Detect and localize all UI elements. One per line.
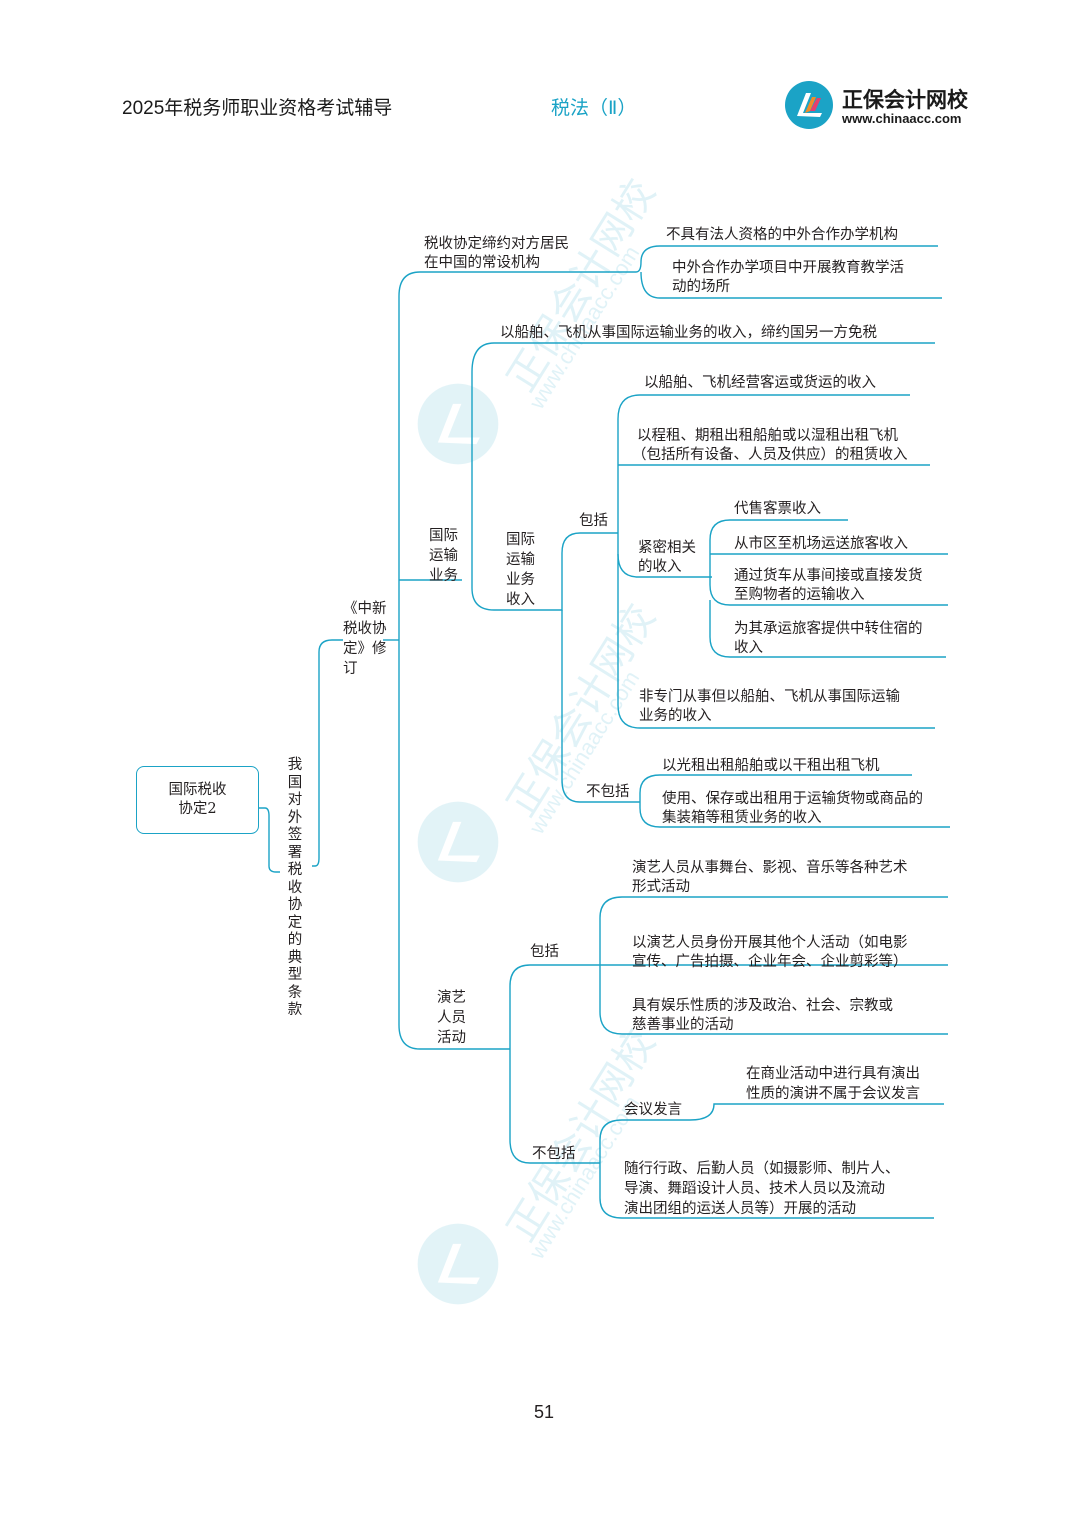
pe-item-2-line1: 中外合作办学项目中开展教育教学活 (672, 260, 904, 276)
node-revision: 《中新税收协定》修订 (343, 601, 387, 677)
meeting-label: 会议发言 (624, 1102, 682, 1118)
include-item-1: 以船舶、飞机经营客运或货运的收入 (644, 375, 876, 391)
node-transport: 国际运输业务 (429, 528, 458, 584)
header-left-title: 2025年税务师职业资格考试辅导 (122, 98, 393, 119)
exclude-item-2-line2: 集装箱等租赁业务的收入 (662, 810, 822, 826)
node-pe-title-line1: 税收协定缔约对方居民 (424, 236, 569, 252)
performer-include-2-line2: 宣传、广告拍摄、企业年会、企业剪彩等） (632, 954, 908, 970)
related-item-4-line1: 为其承运旅客提供中转住宿的 (734, 621, 923, 637)
performer-include-3-line2: 慈善事业的活动 (632, 1017, 734, 1033)
include-item-3-line2: 业务的收入 (639, 708, 712, 724)
performer-include-2-line1: 以演艺人员身份开展其他个人活动（如电影 (632, 935, 908, 951)
performer-exclude-line3: 演出团组的运送人员等）开展的活动 (624, 1201, 856, 1217)
meeting-item-line1: 在商业活动中进行具有演出 (746, 1066, 920, 1082)
branch-typical-clauses: 我国对外签署税收协定的典型条款 (287, 757, 303, 1018)
transport-exempt: 以船舶、飞机从事国际运输业务的收入，缔约国另一方免税 (500, 325, 877, 341)
label-exclude: 不包括 (586, 784, 630, 800)
include-item-3-line1: 非专门从事但以船舶、飞机从事国际运输 (639, 689, 900, 705)
meeting-item-line2: 性质的演讲不属于会议发言 (746, 1086, 920, 1102)
related-title-line1: 紧密相关 (638, 540, 696, 556)
related-item-1: 代售客票收入 (734, 501, 821, 517)
pe-item-2-line2: 动的场所 (672, 279, 730, 295)
pe-item-1: 不具有法人资格的中外合作办学机构 (666, 227, 898, 243)
include-item-2-line2: （包括所有设备、人员及供应）的租赁收入 (632, 447, 908, 463)
watermark-logo-icon (417, 801, 499, 883)
related-item-2: 从市区至机场运送旅客收入 (734, 536, 908, 552)
related-item-4-line2: 收入 (734, 640, 763, 656)
header-subject-title: 税法（Ⅱ） (551, 98, 637, 119)
label-include: 包括 (579, 513, 608, 529)
root-node: 国际税收协定2 (136, 766, 259, 834)
performer-include-1-line1: 演艺人员从事舞台、影视、音乐等各种艺术 (632, 860, 908, 876)
watermark-logo-icon (417, 383, 499, 465)
node-transport-income: 国际运输业务收入 (506, 532, 535, 608)
performer-label-exclude: 不包括 (532, 1146, 576, 1162)
related-title-line2: 的收入 (638, 559, 682, 575)
logo-name: 正保会计网校 (842, 89, 968, 112)
watermark-logo-icon (417, 1223, 499, 1305)
performer-exclude-line1: 随行行政、后勤人员（如摄影师、制片人、 (624, 1161, 900, 1177)
performer-exclude-line2: 导演、舞蹈设计人员、技术人员以及流动 (624, 1181, 885, 1197)
related-item-3-line1: 通过货车从事间接或直接发货 (734, 568, 923, 584)
performer-include-1-line2: 形式活动 (632, 879, 690, 895)
page-number: 51 (533, 1402, 555, 1422)
root-label: 国际税收协定2 (168, 782, 227, 817)
exclude-item-1: 以光租出租船舶或以干租出租飞机 (662, 758, 880, 774)
logo-url: www.chinaacc.com (842, 111, 962, 126)
exclude-item-2-line1: 使用、保存或出租用于运输货物或商品的 (662, 791, 923, 807)
performer-label-include: 包括 (530, 944, 559, 960)
node-performer: 演艺人员活动 (437, 990, 466, 1046)
performer-include-3-line1: 具有娱乐性质的涉及政治、社会、宗教或 (632, 998, 893, 1014)
node-pe-title-line2: 在中国的常设机构 (424, 255, 540, 271)
include-item-2-line1: 以程租、期租出租船舶或以湿租出租飞机 (637, 428, 898, 444)
related-item-3-line2: 至购物者的运输收入 (734, 587, 865, 603)
chinaacc-logo-icon (785, 81, 833, 129)
